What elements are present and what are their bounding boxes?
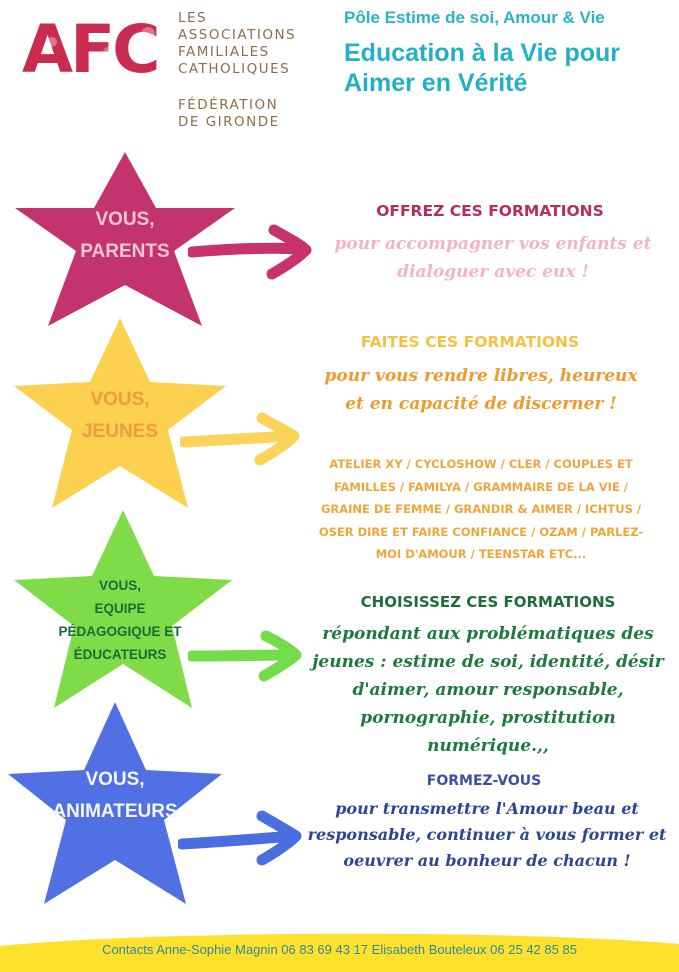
association-name: LES ASSOCIATIONS FAMILIALES CATHOLIQUES [178, 10, 296, 78]
body-line: pour transmettre l'Amour beau et [335, 799, 639, 818]
body-line: répondant aux problématiques des [322, 624, 654, 644]
body-line: oeuvrer au bonheur de chacun ! [343, 851, 631, 870]
label-line: PARENTS [80, 241, 170, 262]
star-label-equipe: VOUS, EQUIPE PÉDAGOGIQUE ET ÉDUCATEURS [40, 574, 200, 666]
page-headline: Education à la Vie pour Aimer en Vérité [344, 38, 620, 98]
federation-name: FÉDÉRATION DE GIRONDE [178, 97, 280, 131]
list-line: FAMILLES / FAMILYA / GRAMMAIRE DE LA VIE… [333, 479, 629, 494]
arrow-jeunes [180, 412, 300, 466]
label-line: VOUS, [95, 209, 155, 230]
formations-list: ATELIER XY / CYCLOSHOW / CLER / COUPLES … [306, 453, 656, 566]
label-line: ANIMATEURS [52, 801, 178, 822]
footer-banner [0, 933, 679, 972]
star-label-jeunes: VOUS, JEUNES [35, 384, 205, 448]
star-shape [14, 318, 226, 508]
pole-title: Pôle Estime de soi, Amour & Vie [344, 8, 605, 27]
label-line: VOUS, [98, 578, 141, 593]
body-line: jeunes : estime de soi, identité, désir [312, 652, 664, 672]
arrow-equipe [188, 630, 302, 682]
body-line: pour accompagner vos enfants et [334, 234, 652, 254]
star-shape [8, 702, 222, 904]
label-line: ÉDUCATEURS [73, 647, 167, 662]
section-title-parents: OFFREZ CES FORMATIONS [376, 202, 604, 220]
star-shape [14, 510, 232, 708]
assoc-line: ASSOCIATIONS [178, 27, 297, 43]
list-line: OSER DIRE ET FAIRE CONFIANCE / OZAM / PA… [318, 524, 644, 539]
label-line: JEUNES [81, 421, 159, 442]
footer-contacts: Contacts Anne-Sophie Magnin 06 83 69 43 … [102, 942, 577, 957]
federation-line: FÉDÉRATION [178, 97, 279, 113]
section-body-jeunes: pour vous rendre libres, heureux et en c… [306, 362, 656, 418]
body-line: dialoguer avec eux ! [397, 262, 589, 282]
assoc-line: FAMILIALES [178, 44, 270, 60]
arrow-parents [188, 224, 312, 280]
star-label-parents: VOUS, PARENTS [40, 204, 210, 268]
body-line: d'aimer, amour responsable, [352, 680, 624, 700]
body-line: et en capacité de discerner ! [345, 394, 617, 414]
body-line: pornographie, prostitution numérique.,, [360, 708, 616, 756]
arrow-animateurs [178, 810, 302, 866]
star-label-animateurs: VOUS, ANIMATEURS [30, 764, 200, 828]
star-animateurs [8, 702, 222, 904]
section-title-jeunes: FAITES CES FORMATIONS [360, 333, 580, 351]
section-body-parents: pour accompagner vos enfants et dialogue… [318, 230, 668, 286]
star-parents [15, 152, 235, 326]
section-title-equipe: CHOISISSEZ CES FORMATIONS [360, 593, 616, 611]
federation-line: DE GIRONDE [178, 114, 280, 130]
label-line: VOUS, [90, 389, 150, 410]
label-line: PÉDAGOGIQUE ET [58, 624, 182, 639]
star-jeunes [14, 318, 226, 508]
body-line: pour vous rendre libres, heureux [324, 366, 638, 386]
headline-line: Education à la Vie pour [344, 39, 620, 67]
body-line: responsable, continuer à vous former et [307, 825, 667, 844]
assoc-line: LES [178, 10, 208, 26]
section-body-equipe: répondant aux problématiques des jeunes … [300, 620, 676, 760]
list-line: GRAINE DE FEMME / GRANDIR & AIMER / ICHT… [320, 502, 642, 516]
label-line: EQUIPE [94, 601, 146, 616]
star-equipe [14, 510, 232, 708]
list-line: ATELIER XY / CYCLOSHOW / CLER / COUPLES … [329, 457, 633, 471]
headline-line: Aimer en Vérité [344, 69, 528, 97]
section-title-animateurs: FORMEZ-VOUS [426, 773, 542, 789]
afc-logo: AFC [22, 12, 161, 78]
logo-letters: AFC [22, 12, 158, 78]
assoc-line: CATHOLIQUES [178, 61, 291, 77]
list-line: MOI D'AMOUR / TEENSTAR ETC... [375, 547, 587, 561]
section-body-animateurs: pour transmettre l'Amour beau et respons… [306, 796, 668, 874]
star-shape [15, 152, 235, 326]
label-line: VOUS, [85, 769, 145, 790]
